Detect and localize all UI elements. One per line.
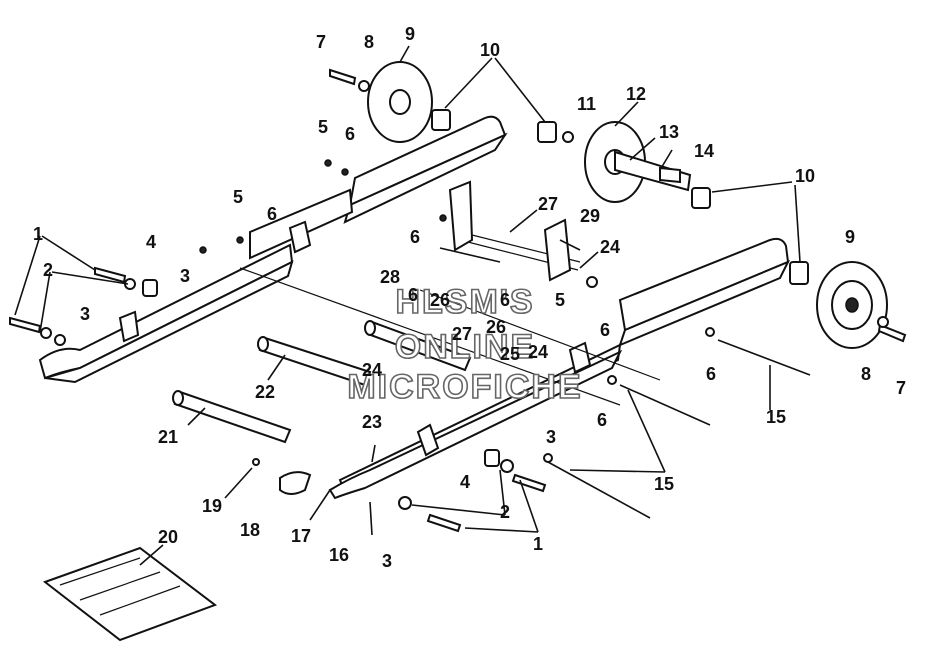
callout-20: 20 bbox=[158, 527, 178, 547]
callout-4-left: 4 bbox=[146, 232, 156, 252]
callout-12: 12 bbox=[626, 84, 646, 104]
callout-24-right: 24 bbox=[600, 237, 620, 257]
callout-3-far-left: 3 bbox=[80, 304, 90, 324]
callout-8-right: 8 bbox=[861, 364, 871, 384]
callout-5-center: 5 bbox=[555, 290, 565, 310]
callout-15-right: 15 bbox=[766, 407, 786, 427]
callout-3-left: 3 bbox=[180, 266, 190, 286]
callout-6-inner: 6 bbox=[408, 285, 418, 305]
callout-6-mid: 6 bbox=[267, 204, 277, 224]
callout-8-top: 8 bbox=[364, 32, 374, 52]
callout-1-lower: 1 bbox=[533, 534, 543, 554]
watermark-line-1: HLSM'S bbox=[395, 283, 534, 321]
slide-and-clip bbox=[42, 458, 312, 642]
callout-2-lower: 2 bbox=[500, 502, 510, 522]
callout-3-lower-right: 3 bbox=[546, 427, 556, 447]
callout-25: 25 bbox=[500, 344, 520, 364]
callout-10-top: 10 bbox=[480, 40, 500, 60]
callout-19: 19 bbox=[202, 496, 222, 516]
callout-28: 28 bbox=[380, 267, 400, 287]
rear-axle-wheel bbox=[584, 121, 692, 203]
callout-4-lower: 4 bbox=[460, 472, 470, 492]
callout-24-center: 24 bbox=[528, 342, 548, 362]
callout-labels: 7 8 9 10 11 12 13 14 10 9 5 6 5 6 4 3 1 … bbox=[33, 24, 906, 571]
callout-23: 23 bbox=[362, 412, 382, 432]
callout-7-top: 7 bbox=[316, 32, 326, 52]
callout-24-left: 24 bbox=[362, 360, 382, 380]
callout-6-upper: 6 bbox=[345, 124, 355, 144]
callout-16: 16 bbox=[329, 545, 349, 565]
callout-7-right: 7 bbox=[896, 378, 906, 398]
callout-17: 17 bbox=[291, 526, 311, 546]
callout-29: 29 bbox=[580, 206, 600, 226]
callout-5-upper: 5 bbox=[318, 117, 328, 137]
watermark-line-2: ONLINE bbox=[395, 328, 535, 366]
callout-18: 18 bbox=[240, 520, 260, 540]
callout-1-left: 1 bbox=[33, 224, 43, 244]
washers-and-nuts bbox=[40, 80, 889, 510]
callout-11: 11 bbox=[577, 94, 596, 114]
callout-9-right: 9 bbox=[845, 227, 855, 247]
callout-14: 14 bbox=[694, 141, 714, 161]
callout-6-right-bolt: 6 bbox=[706, 364, 716, 384]
callout-27-lower: 27 bbox=[452, 324, 472, 344]
callout-21: 21 bbox=[158, 427, 178, 447]
callout-13: 13 bbox=[659, 122, 679, 142]
idler-wheel-right bbox=[816, 261, 888, 349]
cross-shafts bbox=[172, 231, 661, 444]
callout-5-mid: 5 bbox=[233, 187, 243, 207]
bolts bbox=[9, 68, 907, 536]
spacer-blocks bbox=[142, 109, 809, 467]
callout-2-left: 2 bbox=[43, 260, 53, 280]
left-rail bbox=[38, 220, 623, 500]
watermark-line-3: MICROFICHE bbox=[347, 368, 582, 406]
callout-22: 22 bbox=[255, 382, 275, 402]
callout-26-lower: 26 bbox=[486, 317, 506, 337]
callout-6-lower: 6 bbox=[597, 410, 607, 430]
callout-3-bottom: 3 bbox=[382, 551, 392, 571]
callout-10-right: 10 bbox=[795, 166, 815, 186]
torque-arm-brackets bbox=[448, 180, 572, 282]
callout-15-lower: 15 bbox=[654, 474, 674, 494]
callout-6-watermark: 6 bbox=[500, 290, 510, 310]
leader-lines bbox=[14, 45, 801, 566]
callout-9-top: 9 bbox=[405, 24, 415, 44]
watermark: HLSM'S ONLINE MICROFICHE bbox=[347, 282, 582, 407]
idler-wheel-left bbox=[367, 61, 433, 143]
callout-6-right-rail: 6 bbox=[600, 320, 610, 340]
callout-26-upper: 26 bbox=[430, 290, 450, 310]
callout-27-upper: 27 bbox=[538, 194, 558, 214]
callout-6-center: 6 bbox=[410, 227, 420, 247]
